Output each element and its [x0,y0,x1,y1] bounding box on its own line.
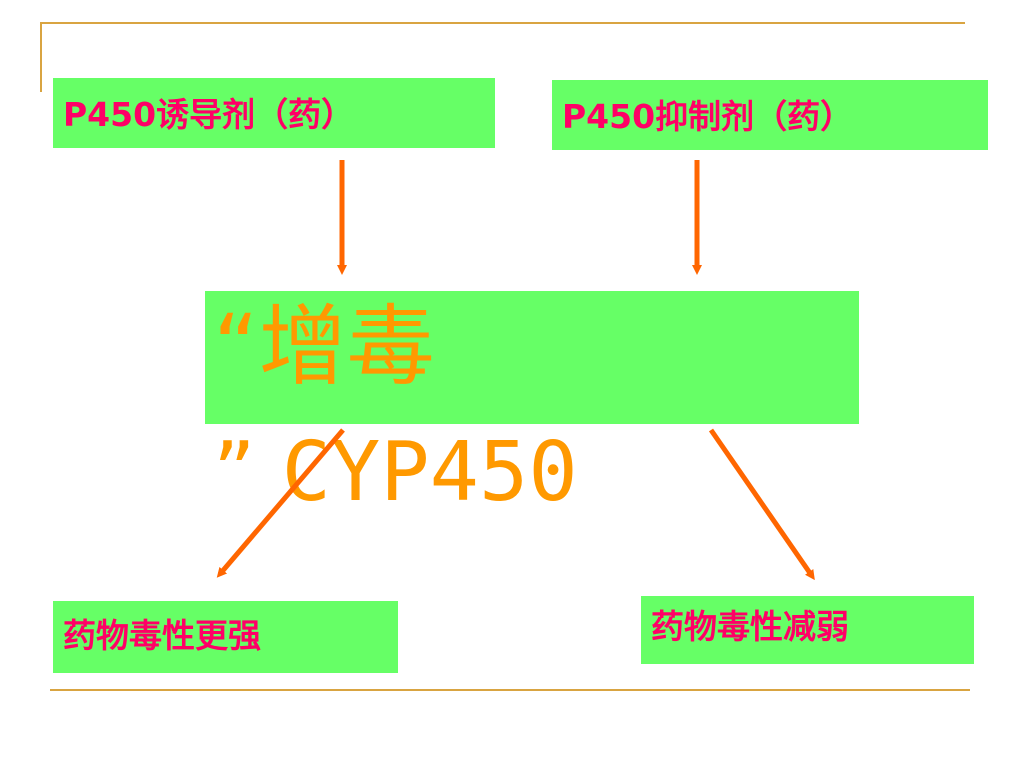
p450-inhibitor-box: P450抑制剂（药） [552,80,988,150]
toxicity-stronger-box: 药物毒性更强 [53,601,398,673]
p450-inducer-box: P450诱导剂（药） [53,78,495,148]
p450-inhibitor-label: P450抑制剂（药） [562,97,854,136]
center-title-line2: ” CYP450 [213,432,578,514]
toxicity-weaker-box: 药物毒性减弱 [641,596,974,664]
bottom-rule-line [50,689,970,691]
toxicity-stronger-label: 药物毒性更强 [63,616,261,655]
toxicity-weaker-label: 药物毒性减弱 [651,607,849,646]
center-title-line1: “增毒 [213,295,435,398]
center-cyp450-text: CYP450 [281,425,578,520]
p450-inducer-label: P450诱导剂（药） [63,95,355,134]
top-rule-line [40,22,965,24]
cyp450-center-box [205,291,859,424]
arrow-center-to-weaker [708,428,815,581]
center-closing-quote: ” [213,425,256,520]
left-rule-line [40,22,42,92]
